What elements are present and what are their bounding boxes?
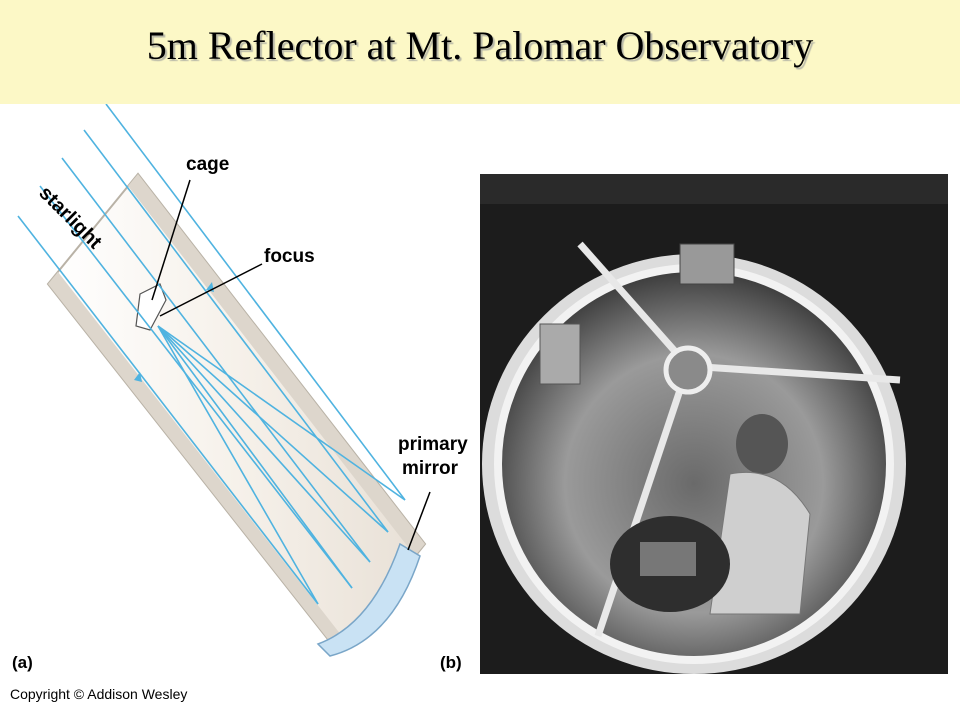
slide-title: 5m Reflector at Mt. Palomar Observatory (146, 23, 814, 68)
starlight-rays (17, 104, 406, 605)
copyright-text: Copyright © Addison Wesley (10, 686, 188, 702)
panel-a-label: (a) (12, 653, 33, 672)
starlight-label: starlight (34, 182, 106, 254)
primary-mirror-label-line2: mirror (402, 458, 459, 479)
observatory-photo (480, 174, 948, 674)
primary-mirror (316, 542, 421, 657)
title-band (0, 0, 960, 104)
primary-mirror-label-line1: primary (398, 434, 468, 455)
cage-label: cage (186, 154, 229, 175)
panel-b-label: (b) (440, 653, 462, 672)
telescope-diagram: starlight cage focus primary mirror (a) … (12, 104, 468, 672)
focus-label: focus (264, 246, 315, 267)
